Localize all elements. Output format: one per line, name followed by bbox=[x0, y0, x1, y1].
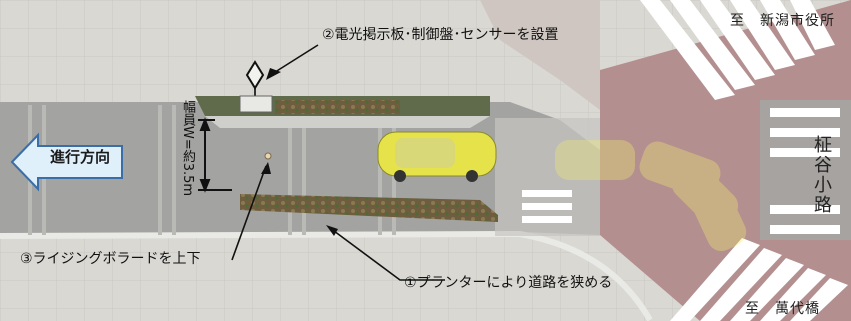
crosswalk-bottom bbox=[670, 238, 848, 321]
annotation-bollard: ③ライジングボラードを上下 bbox=[20, 251, 201, 267]
crosswalk-side bbox=[760, 100, 851, 240]
annotation-sign-equipment: ②電光掲示板･制御盤･センサーを設置 bbox=[322, 27, 559, 43]
car bbox=[377, 131, 497, 182]
rising-bollard bbox=[264, 152, 272, 160]
width-dimension bbox=[198, 117, 232, 193]
destination-bandai-bridge: 至 萬代橋 bbox=[745, 301, 820, 317]
destination-city-hall: 至 新潟市役所 bbox=[730, 13, 835, 29]
annotation-planter: ①プランターにより道路を狭める bbox=[404, 275, 613, 291]
sign-board bbox=[245, 60, 265, 90]
crosswalk-top bbox=[640, 0, 835, 100]
direction-label: 進行方向 bbox=[50, 148, 111, 166]
direction-arrow bbox=[10, 132, 123, 192]
intersection-curve bbox=[480, 0, 600, 110]
intersection bbox=[600, 0, 851, 321]
callout-lines bbox=[231, 44, 445, 281]
width-label: 幅員W=約3.5m bbox=[180, 100, 195, 197]
planter-strip bbox=[240, 194, 498, 222]
car-ghost-path bbox=[555, 140, 747, 252]
side-street-name: 柾谷小路 bbox=[811, 135, 832, 215]
